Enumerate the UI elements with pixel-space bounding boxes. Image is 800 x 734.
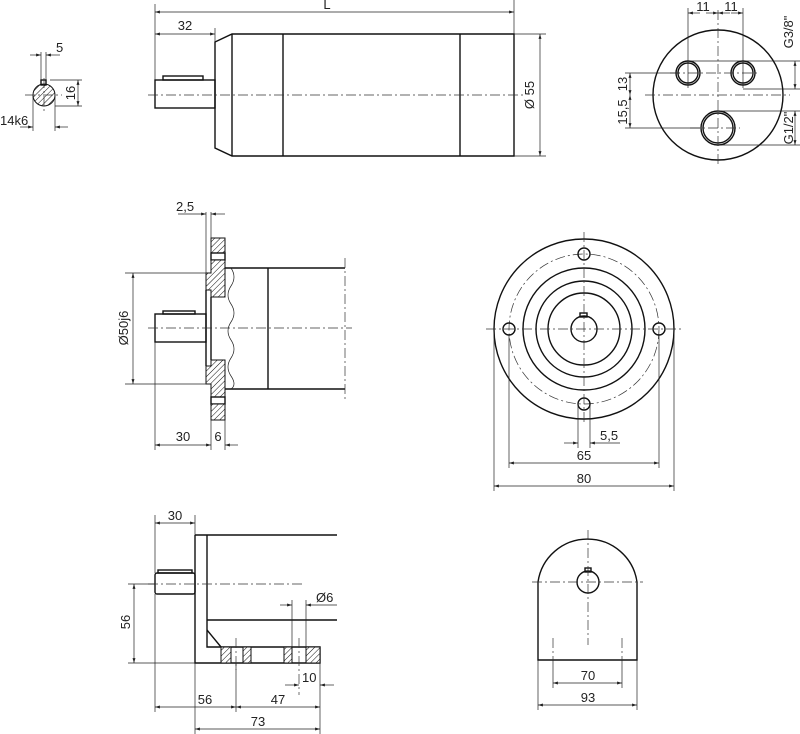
key xyxy=(40,79,47,86)
flange-side-view: 2,5 Ø50j6 30 6 xyxy=(116,199,352,450)
dim-shaft-length: 32 xyxy=(178,18,192,33)
dim-foot-hole-spacing: 70 xyxy=(581,668,595,683)
dim-key-width: 5 xyxy=(56,40,63,55)
dim-offset-lower: 15,5 xyxy=(615,99,630,124)
dim-shaft-to-hole: 56 xyxy=(198,692,212,707)
port-small-label: G3/8" xyxy=(781,15,796,48)
shaft-section-view: 5 16 14k6 xyxy=(0,40,82,131)
dim-body-diameter: Ø 55 xyxy=(522,81,537,109)
flange-front-view: 5,5 65 80 xyxy=(486,232,684,491)
dim-foot-width: 93 xyxy=(581,690,595,705)
dim-flange-shaft-length: 30 xyxy=(176,429,190,444)
dim-shaft-height: 56 xyxy=(118,615,133,629)
dim-edge-distance: 10 xyxy=(302,670,316,685)
dim-foot-hole-diameter: Ø6 xyxy=(316,590,333,605)
dim-key-height: 16 xyxy=(63,86,78,100)
port-large-label: G1/2" xyxy=(781,111,796,144)
dim-foot-length: 73 xyxy=(251,714,265,729)
dim-port-spacing-right: 11 xyxy=(724,0,738,14)
dim-bolt-circle: 65 xyxy=(577,448,591,463)
dim-hole-diameter: 5,5 xyxy=(600,428,618,443)
foot-front-view: 70 93 xyxy=(532,530,643,710)
dim-length: L xyxy=(323,0,330,12)
dim-flange-thickness: 6 xyxy=(214,429,221,444)
dim-spigot-diameter: Ø50j6 xyxy=(116,311,131,346)
dim-hole-spacing: 47 xyxy=(271,692,285,707)
foot-side-view: 30 56 Ø6 10 56 47 73 xyxy=(118,508,337,734)
port-end-view: 11 11 G3/8" G1/2" 13 15,5 xyxy=(615,0,800,165)
dim-port-spacing-left: 11 xyxy=(696,0,710,14)
dim-outer-diameter: 80 xyxy=(577,471,591,486)
dim-foot-shaft-length: 30 xyxy=(168,508,182,523)
dim-shaft-diameter: 14k6 xyxy=(0,113,28,128)
dim-spigot-depth: 2,5 xyxy=(176,199,194,214)
motor-side-view: L 32 Ø 55 xyxy=(148,0,546,157)
dim-offset-upper: 13 xyxy=(615,77,630,91)
